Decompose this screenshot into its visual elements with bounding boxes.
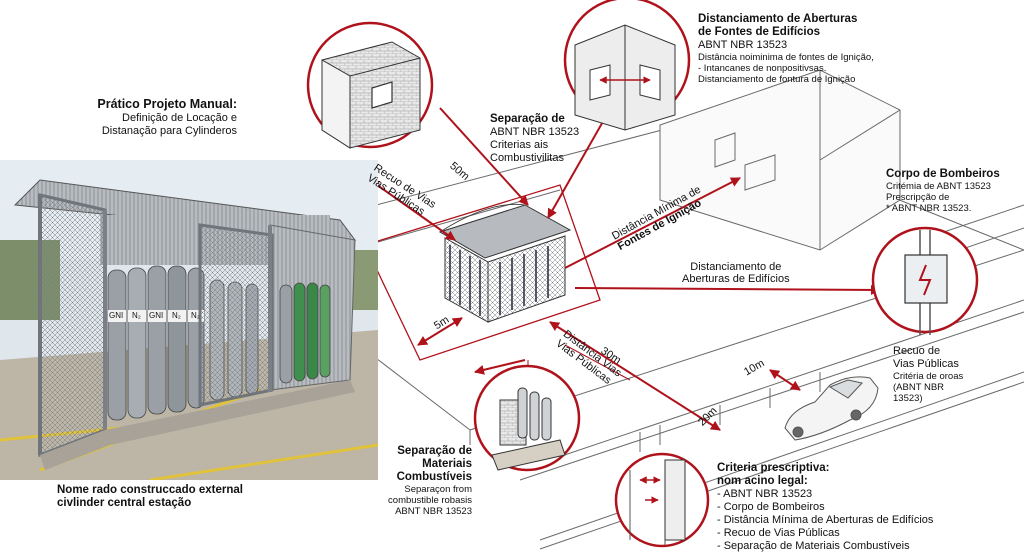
corpo-bombeiros-line-3: * ABNT NBR 13523. [886, 203, 972, 214]
aberturas-line-1: Distanciamento de [690, 261, 782, 273]
criteria-item-4: - Recuo de Vias Públicas [717, 527, 840, 539]
separacao-materiais-title-1: Separação de [397, 445, 472, 457]
criteria-list: Criteria prescriptiva: nom acino legal: … [717, 462, 933, 553]
corpo-bombeiros-line-1: Critémia de ABNT 13523 [886, 181, 991, 192]
separacao-materiais-line-1: Separaçon from [404, 484, 472, 495]
aberturas-line-label: Distanciamento de Aberturas de Edifícios [682, 261, 790, 285]
detail-circle-building-openings [563, 0, 691, 131]
cylinder-label-3: GNI [149, 311, 164, 320]
cylinder-label-1: GNI [109, 311, 124, 320]
label-distanciamento-aberturas: Distanciamento de Aberturas de Fontes de… [698, 13, 874, 85]
detail-circle-cylinders [473, 364, 581, 472]
criteria-item-5: - Separação de Materiais Combustíveis [717, 540, 910, 552]
label-corpo-bombeiros: Corpo de Bombeiros Critémia de ABNT 1352… [886, 168, 1000, 214]
distance-arrows [369, 107, 881, 431]
criteria-item-2: - Corpo de Bombeiros [717, 501, 825, 513]
cylinder-label-2: N₂ [132, 311, 141, 320]
photo-title-line-1: Definição de Locação e [122, 112, 237, 124]
separacao-top-title: Separação de [490, 113, 565, 125]
cylinder-label-5: N₂ [191, 311, 200, 320]
distanciamento-line-4: Distanciamento de fontura de Ignição [698, 74, 856, 85]
car-illustration [784, 376, 879, 441]
corpo-bombeiros-title: Corpo de Bombeiros [886, 168, 1000, 180]
photo-caption-line-1: Nome rado construccado external [57, 484, 243, 496]
detail-circle-wall-opening [306, 21, 434, 149]
distanciamento-line-1: ABNT NBR 13523 [698, 39, 788, 51]
photo-caption: Nome rado construccado external civlinde… [57, 484, 243, 510]
photo-cylinder-shelter [0, 160, 378, 480]
criteria-title-1: Criteria prescriptiva: [717, 462, 830, 474]
criteria-item-3: - Distância Mínima de Aberturas de Edifí… [717, 514, 934, 526]
criteria-title-2: nom acino legal: [717, 475, 808, 487]
separacao-materiais-line-2: combustible robasis [388, 495, 472, 506]
recuo-right-sub-1: Critéria de oroas [893, 371, 964, 382]
separacao-materiais-title-2: Materiais [422, 458, 472, 470]
label-separacao-materiais: Separação de Materiais Combustíveis Sepa… [388, 445, 472, 517]
recuo-right-sub-2: (ABNT NBR [893, 382, 945, 393]
photo-title-block: Prático Projeto Manual: Definição de Loc… [97, 97, 237, 138]
photo-title-line-2: Distanação para Cylinderos [101, 125, 237, 137]
separacao-top-line-3: Combustivilitas [490, 152, 564, 164]
photo-title: Prático Projeto Manual: [97, 97, 237, 111]
corpo-bombeiros-line-2: Prescripção de [886, 192, 950, 203]
criteria-item-1: - ABNT NBR 13523 [717, 488, 813, 500]
distanciamento-line-2: Distância noiminima de fontes de Ignição… [698, 52, 874, 63]
central-cylinder-shelter [438, 203, 572, 323]
separacao-top-line-1: ABNT NBR 13523 [490, 126, 580, 138]
recuo-right-sub-3: 13523) [893, 393, 923, 404]
detail-circle-electrical-box [871, 226, 979, 335]
site-plan-drawing [299, 69, 1024, 550]
photo-caption-line-2: civlinder central estação [57, 497, 192, 509]
detail-circle-setback [614, 452, 710, 548]
recuo-right-line-2: Vias Públicas [893, 358, 959, 370]
distanciamento-title-2: de Fontes de Edifícios [698, 26, 821, 38]
aberturas-line-2: Aberturas de Edifícios [682, 273, 790, 285]
separacao-materiais-title-3: Combustíveis [396, 471, 472, 483]
separacao-materiais-line-3: ABNT NBR 13523 [395, 506, 472, 517]
separacao-top-line-2: Criterias ais [490, 139, 549, 151]
recuo-right-line-1: Recuo de [893, 345, 941, 357]
distanciamento-line-3: - Intancanes de nonpositivsas. [698, 63, 827, 74]
label-separacao-top: Separação de ABNT NBR 13523 Criterias ai… [490, 113, 579, 165]
label-recuo-vias-right: Recuo de Vias Públicas Critéria de oroas… [893, 345, 963, 404]
cylinder-label-4: N₂ [172, 311, 181, 320]
distanciamento-title-1: Distanciamento de Aberturas [698, 13, 858, 25]
